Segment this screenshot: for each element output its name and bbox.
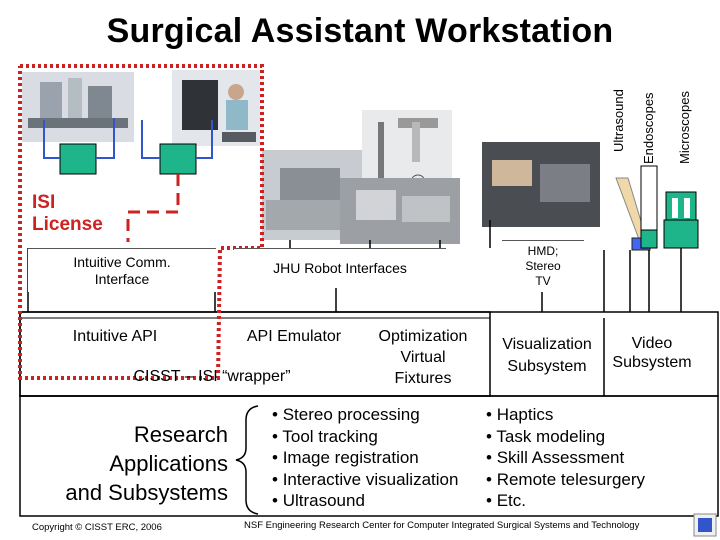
hmd-line1: HMD; [527,244,559,258]
optimization-line1: Optimization [378,328,468,345]
endoscopes-label: Endoscopes [641,92,656,164]
blue-connectors [43,118,213,159]
page-title: Surgical Assistant Workstation [106,12,614,50]
research-bullets-left: Stereo processing Tool tracking Image re… [272,404,458,512]
research-line3: and Subsystems [65,480,228,505]
visualization-line2: Subsystem [507,358,587,375]
video-subsystem-label: Video Subsystem [604,334,700,372]
hmd-photo [482,142,600,227]
endoscope-device [640,165,658,249]
isi-region-outline [18,64,264,380]
cisst-wrapper-label: CISST – ISI “wrapper” [133,368,291,385]
list-item: Haptics [486,404,645,426]
research-line1: Research [133,422,228,447]
list-item: Image registration [272,447,458,469]
green-controller-box-right [159,143,197,175]
visualization-subsystem-label: Visualization Subsystem [490,334,604,378]
optimization-line3: Fixtures [394,370,452,387]
isi-license-line2: License [32,214,103,235]
hmd-stereo-tv-box: HMD; Stereo TV [502,240,584,292]
surgeon-console-photo [172,70,260,146]
jhu-robot-interfaces-box: JHU Robot Interfaces [234,248,446,288]
video-line1: Video [631,335,673,352]
list-item: Skill Assessment [486,447,645,469]
optimization-line2: Virtual [400,349,446,366]
cisst-logo [693,513,717,537]
copyright-text: Copyright © CISST ERC, 2006 [32,522,162,533]
jhu-robot-interfaces-label: JHU Robot Interfaces [273,260,407,276]
research-frame [19,395,719,517]
footer-center-text: NSF Engineering Research Center for Comp… [244,520,640,531]
intuitive-comm-line2: Interface [94,271,150,287]
api-emulator-label: API Emulator [232,326,356,347]
research-line2: Applications [109,451,228,476]
list-item: Etc. [486,490,645,512]
research-bullets-right: Haptics Task modeling Skill Assessment R… [486,404,645,512]
list-item: Task modeling [486,426,645,448]
device-connectors [603,248,682,312]
list-item: Stereo processing [272,404,458,426]
intuitive-comm-interface-box: Intuitive Comm. Interface [28,248,216,292]
video-line2: Subsystem [612,354,692,371]
green-controller-box-left [59,143,97,175]
visualization-line1: Visualization [502,336,592,353]
robot-photo-3 [340,178,460,244]
hmd-line3: TV [535,274,551,288]
intuitive-api-label: Intuitive API [72,328,158,345]
license-dashed-link [126,174,180,242]
intuitive-comm-line1: Intuitive Comm. [73,254,171,270]
list-item: Interactive visualization [272,469,459,491]
isi-license-label: ISI License [32,192,103,236]
hmd-line2: Stereo [525,259,561,273]
optimization-virtual-fixtures-label: Optimization Virtual Fixtures [364,326,482,389]
brace-shape [235,405,259,515]
list-item: Tool tracking [272,426,458,448]
list-item: Ultrasound [272,490,458,512]
ultrasound-label: Ultrasound [611,89,626,152]
microscopes-label: Microscopes [677,91,692,164]
list-item: Remote telesurgery [486,469,645,491]
isi-license-line1: ISI [32,192,56,213]
da-vinci-photo [22,72,134,142]
microscope-device [663,191,699,249]
research-applications-label: Research Applications and Subsystems [34,420,228,507]
